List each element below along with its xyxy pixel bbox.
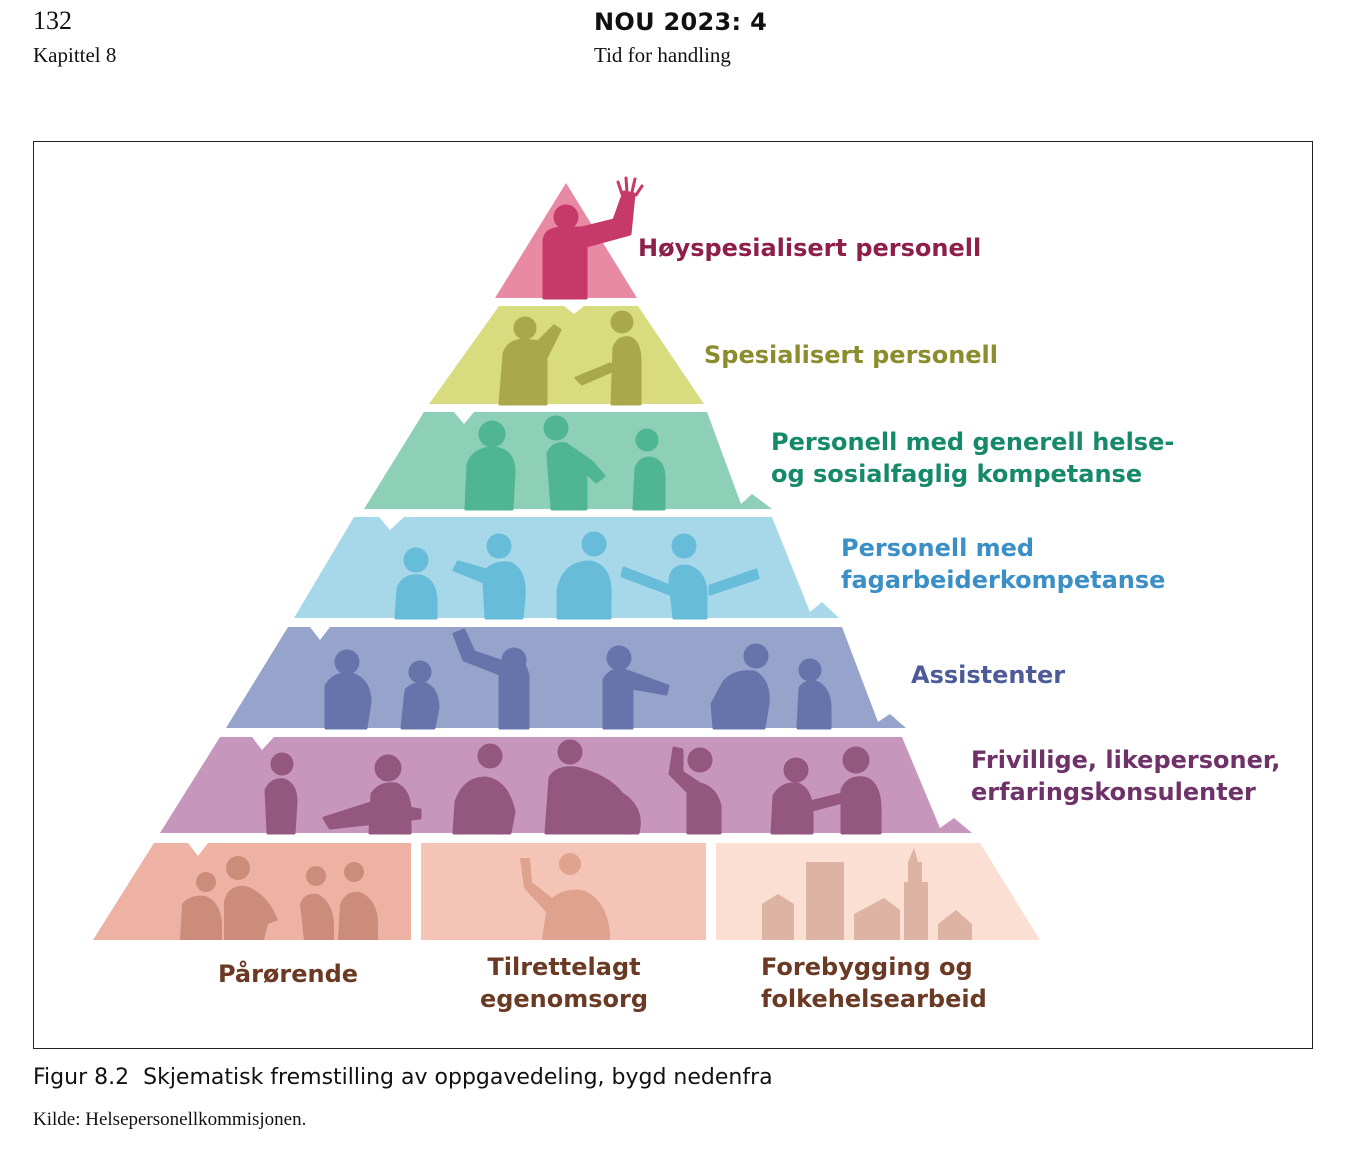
svg-text:Personell med: Personell med bbox=[841, 534, 1034, 562]
svg-text:Personell med generell helse-: Personell med generell helse- bbox=[771, 428, 1174, 456]
base-section-egenomsorg: Tilrettelagt egenomsorg bbox=[421, 843, 706, 1013]
tier-spesialisert: Spesialisert personell bbox=[429, 306, 998, 406]
person-silhouette-icon bbox=[394, 531, 760, 620]
pyramid-diagram: Høyspesialisert personell Spesialisert p… bbox=[93, 176, 1280, 1013]
tier-label-spesialisert: Spesialisert personell bbox=[704, 341, 998, 369]
tier-generell-helse: Personell med generell helse- og sosialf… bbox=[364, 412, 1174, 511]
person-silhouette-icon bbox=[464, 415, 666, 511]
base-label-forebygging: Forebygging og folkehelsearbeid bbox=[761, 953, 987, 1013]
tier-label-generell-helse: Personell med generell helse- og sosialf… bbox=[771, 428, 1174, 488]
person-silhouette-icon bbox=[520, 853, 610, 940]
base-section-forebygging: Forebygging og folkehelsearbeid bbox=[716, 843, 1040, 1013]
tier-assistenter: Assistenter bbox=[226, 627, 1065, 730]
svg-text:Forebygging og: Forebygging og bbox=[761, 953, 973, 981]
person-silhouette-icon bbox=[324, 628, 832, 730]
page-number: 132 bbox=[33, 6, 72, 35]
person-silhouette-icon bbox=[542, 176, 644, 300]
base-section-parorende: Pårørende bbox=[93, 843, 411, 988]
svg-text:og sosialfaglig kompetanse: og sosialfaglig kompetanse bbox=[771, 460, 1142, 488]
report-title: NOU 2023: 4 bbox=[594, 8, 768, 36]
svg-text:erfaringskonsulenter: erfaringskonsulenter bbox=[971, 778, 1256, 806]
person-silhouette-icon bbox=[180, 856, 378, 940]
report-subtitle: Tid for handling bbox=[594, 43, 731, 67]
tier-label-hoyspesialisert: Høyspesialisert personell bbox=[638, 234, 981, 262]
tier-hoyspesialisert: Høyspesialisert personell bbox=[495, 176, 981, 300]
tier-fagarbeider: Personell med fagarbeiderkompetanse bbox=[294, 517, 1165, 620]
figure-frame: Høyspesialisert personell Spesialisert p… bbox=[33, 141, 1313, 1049]
person-silhouette-icon bbox=[264, 739, 882, 835]
svg-text:Pårørende: Pårørende bbox=[218, 959, 358, 988]
person-silhouette-icon bbox=[498, 310, 642, 406]
chapter-label: Kapittel 8 bbox=[33, 43, 117, 67]
figure-caption: Figur 8.2 Skjematisk fremstilling av oppg… bbox=[33, 1065, 773, 1090]
svg-text:Tilrettelagt: Tilrettelagt bbox=[487, 953, 640, 981]
tier-frivillige: Frivillige, likepersoner, erfaringskonsu… bbox=[160, 737, 1280, 835]
tier-label-fagarbeider: Personell med fagarbeiderkompetanse bbox=[841, 534, 1165, 594]
figure-source: Kilde: Helsepersonellkommisjonen. bbox=[33, 1109, 307, 1130]
tier-label-assistenter: Assistenter bbox=[911, 661, 1065, 689]
tier-label-frivillige: Frivillige, likepersoner, erfaringskonsu… bbox=[971, 746, 1280, 806]
building-icon bbox=[762, 848, 972, 940]
figure-caption-text: Skjematisk fremstilling av oppgavedeling… bbox=[143, 1065, 773, 1090]
svg-text:Frivillige, likepersoner,: Frivillige, likepersoner, bbox=[971, 746, 1280, 774]
svg-text:egenomsorg: egenomsorg bbox=[480, 985, 648, 1013]
tier-band bbox=[429, 306, 704, 404]
base-label-egenomsorg: Tilrettelagt egenomsorg bbox=[480, 953, 648, 1013]
figure-number: Figur 8.2 bbox=[33, 1065, 130, 1090]
svg-text:folkehelsearbeid: folkehelsearbeid bbox=[761, 985, 987, 1013]
svg-text:fagarbeiderkompetanse: fagarbeiderkompetanse bbox=[841, 566, 1165, 594]
